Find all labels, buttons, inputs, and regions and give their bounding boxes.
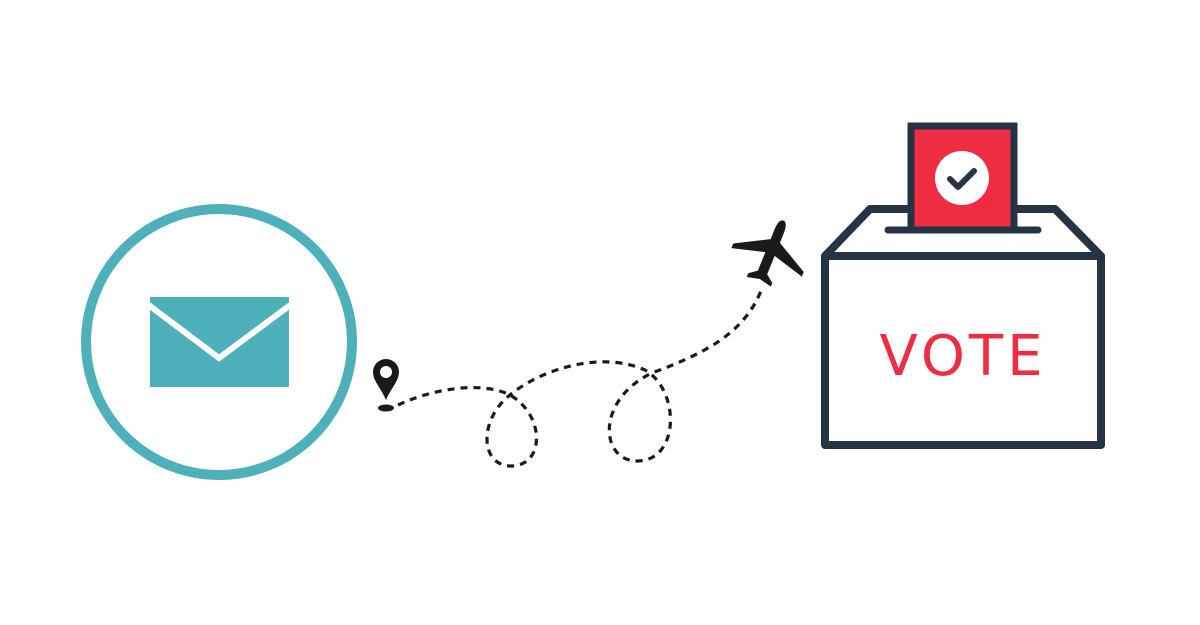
check-circle: [935, 151, 989, 205]
ballot-box-lid: [822, 205, 908, 259]
envelope-body: [150, 297, 289, 387]
ballot-box-icon: VOTE: [821, 122, 1105, 449]
envelope-icon: [81, 204, 357, 480]
vote-label: VOTE: [880, 324, 1047, 389]
location-pin-icon: [373, 359, 399, 412]
envelope-ring: [81, 204, 357, 480]
flight-path: [397, 287, 764, 468]
checkmark-icon: [947, 168, 977, 190]
airplane-icon: [731, 220, 804, 287]
ballot-box-front: [821, 252, 1105, 449]
envelope-flap: [144, 300, 295, 362]
ballot-box-lid-right: [1017, 205, 1104, 259]
